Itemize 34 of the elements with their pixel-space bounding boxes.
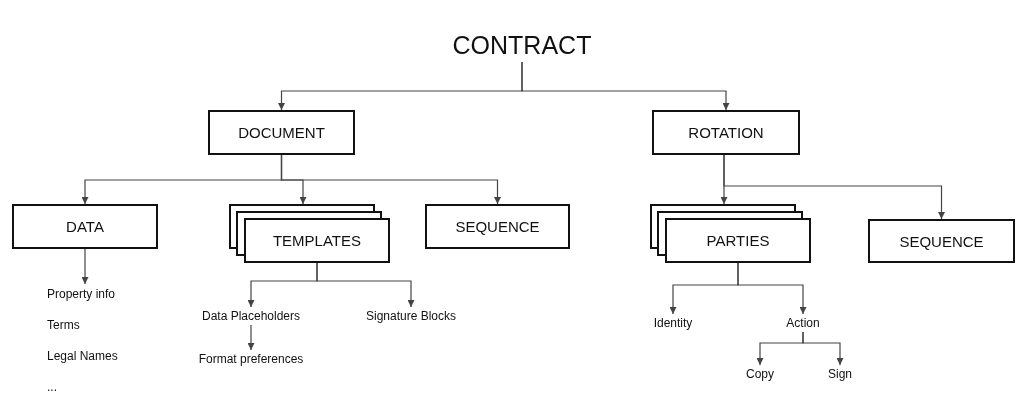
arrow [316, 262, 415, 308]
item-text: Action [763, 314, 843, 332]
item-text: Format preferences [186, 350, 316, 368]
arrow [247, 324, 255, 351]
box-label: TEMPLATES [272, 232, 362, 249]
process-box [868, 219, 1015, 263]
item-text: Signature Blocks [351, 307, 471, 325]
item-text: Copy [730, 365, 790, 383]
stacked-box [650, 204, 811, 263]
process-box [208, 110, 355, 155]
arrow [802, 331, 844, 366]
list-item: Legal Names [47, 348, 119, 365]
arrow [737, 262, 807, 315]
item-text: Identity [633, 314, 713, 332]
box-label: SEQUENCE [899, 232, 984, 250]
list-item: ... [47, 379, 58, 396]
box-label: DOCUMENT [238, 124, 325, 141]
arrow [81, 248, 89, 285]
list-item: Terms [47, 317, 81, 334]
item-text: Data Placeholders [191, 307, 311, 325]
stacked-box [229, 204, 390, 263]
process-box [652, 110, 800, 155]
box-label: PARTIES [706, 232, 770, 249]
arrow [521, 61, 730, 111]
arrow [723, 154, 945, 220]
list-item: Property info [47, 286, 117, 303]
arrow [280, 154, 501, 205]
box-label: ROTATION [688, 124, 764, 141]
box-label: DATA [66, 218, 104, 235]
item-text: Sign [810, 365, 870, 383]
title-text: CONTRACT [422, 28, 622, 62]
process-box [12, 204, 158, 249]
box-label: SEQUENCE [455, 218, 540, 235]
process-box [425, 204, 570, 249]
